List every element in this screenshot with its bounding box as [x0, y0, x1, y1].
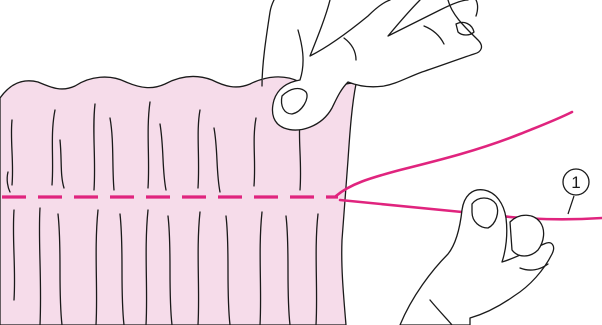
- upper-thread: [336, 112, 572, 196]
- upper-hand-outline: [262, 0, 481, 130]
- callout-leader: [568, 196, 574, 214]
- lower-thumb-outline: [400, 190, 554, 325]
- lower-hand: [400, 190, 554, 325]
- callout-number: 1: [571, 173, 580, 192]
- callout-1: 1: [563, 169, 589, 214]
- lower-index-finger: [510, 215, 544, 256]
- upper-hand: [262, 0, 481, 130]
